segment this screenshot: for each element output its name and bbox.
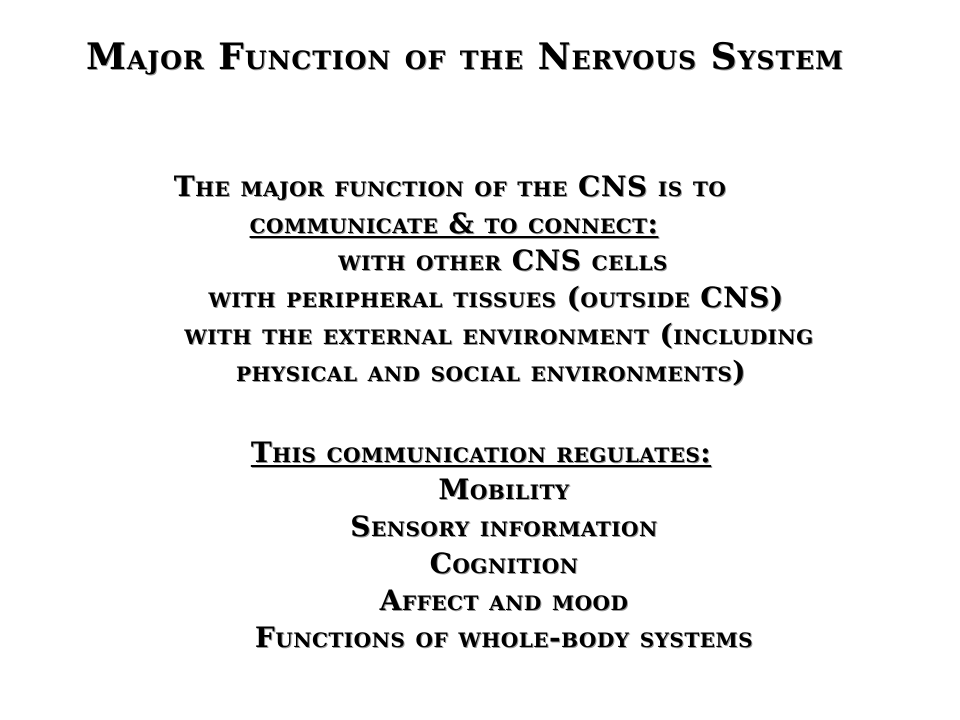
regulates-item: Affect and mood bbox=[379, 584, 629, 617]
slide-title: Major Function of the Nervous System bbox=[86, 36, 844, 78]
spacer bbox=[0, 390, 960, 434]
intro-item: with peripheral tissues (outside CNS) bbox=[208, 281, 784, 314]
regulates-item: Mobility bbox=[438, 473, 570, 506]
regulates-item: Functions of whole-body systems bbox=[254, 621, 754, 654]
regulates-heading-wrap: This communication regulates: bbox=[2, 434, 960, 471]
intro-line-1: The major function of the CNS is to bbox=[173, 170, 727, 203]
regulates-heading: This communication regulates: bbox=[250, 436, 712, 469]
slide-body: The major function of the CNS is to comm… bbox=[0, 168, 960, 656]
intro-line-2: communicate & to connect: bbox=[249, 207, 659, 240]
intro-line-2-wrap: communicate & to connect: bbox=[0, 205, 960, 242]
intro-item: with other CNS cells bbox=[338, 244, 668, 277]
regulates-item: Cognition bbox=[429, 547, 579, 580]
intro-item: with the external environment (including bbox=[184, 318, 814, 351]
intro-item: physical and social environments) bbox=[235, 355, 747, 388]
regulates-item: Sensory information bbox=[350, 510, 658, 543]
